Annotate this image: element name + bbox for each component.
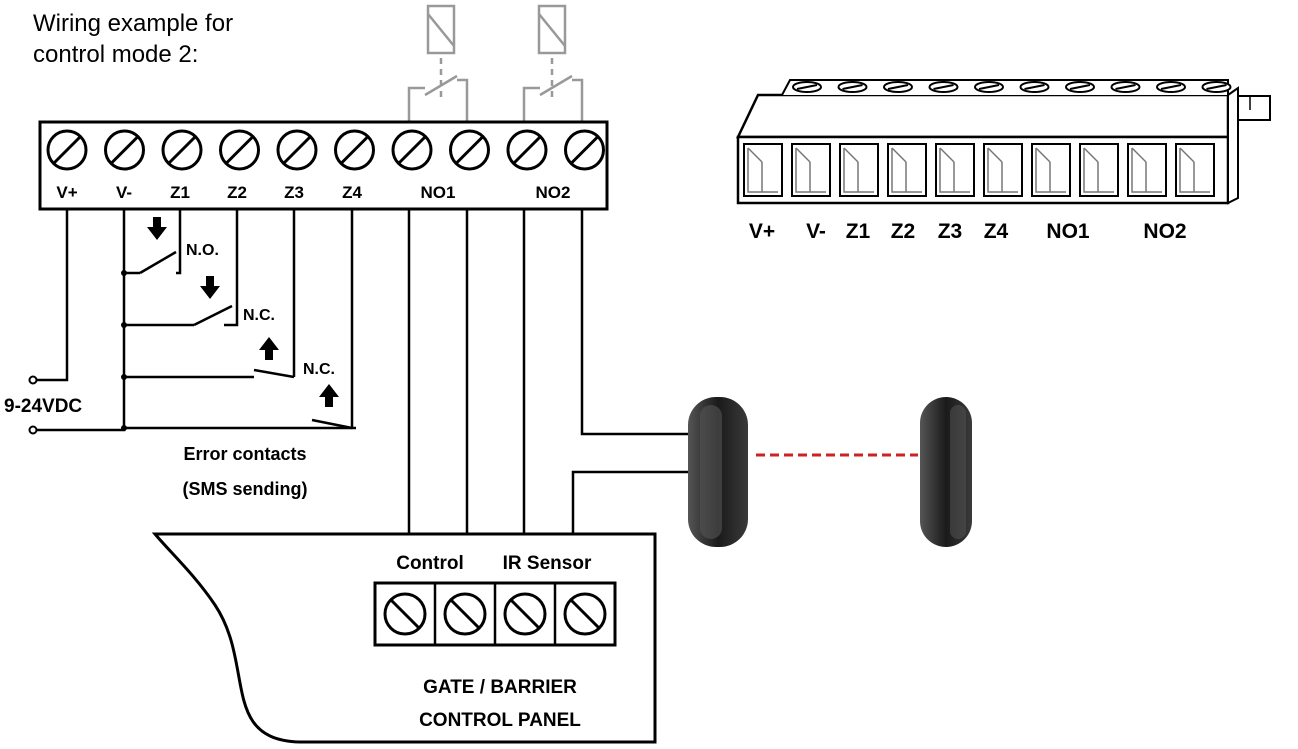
relay-2 — [522, 4, 584, 122]
power-terminals — [28, 375, 38, 435]
connector-labels: V+ V- Z1 Z2 Z3 Z4 NO1 NO2 — [749, 220, 1187, 243]
screw-icon — [553, 583, 607, 645]
title-line-2: control mode 2: — [33, 41, 198, 68]
socket-icon — [935, 143, 975, 197]
socket-icon — [1079, 143, 1119, 197]
title-line-1: Wiring example for — [33, 10, 233, 37]
pluggable-connector — [736, 79, 1271, 205]
contact-label-no: N.O. — [186, 242, 219, 259]
screw-icon — [883, 81, 913, 93]
screw-icon — [104, 129, 145, 171]
connector-label-z1: Z1 — [846, 220, 871, 243]
socket-icon — [1031, 143, 1071, 197]
terminal-screws — [46, 129, 605, 171]
terminal-label-v-plus: V+ — [56, 183, 77, 202]
screw-icon — [564, 129, 605, 171]
screw-icon — [493, 583, 547, 645]
relay-1 — [407, 4, 469, 122]
up-arrow-icon — [319, 384, 339, 407]
terminal-label-no2: NO2 — [536, 183, 571, 202]
panel-title-line-1: GATE / BARRIER — [423, 677, 577, 698]
screw-icon — [1110, 81, 1141, 93]
socket-icon — [1127, 143, 1167, 197]
ir-receiver — [920, 397, 972, 547]
socket-icon — [887, 143, 927, 197]
connector-label-v-plus: V+ — [749, 220, 775, 243]
connector-label-z2: Z2 — [891, 220, 916, 243]
connector-label-no1: NO1 — [1046, 220, 1090, 243]
down-arrow-icon — [200, 276, 220, 299]
socket-icon — [791, 143, 831, 197]
error-contacts-line-1: Error contacts — [183, 444, 306, 464]
panel-title-line-2: CONTROL PANEL — [419, 710, 581, 731]
panel-terminal-screws — [383, 583, 607, 645]
control-label: Control — [396, 553, 464, 574]
screw-icon — [383, 592, 427, 636]
terminal-label-z4: Z4 — [342, 183, 362, 202]
connector-label-no2: NO2 — [1143, 220, 1186, 243]
connector-label-z3: Z3 — [938, 220, 963, 243]
terminal-label-z3: Z3 — [284, 183, 304, 202]
connector-label-z4: Z4 — [984, 220, 1009, 243]
socket-icon — [983, 143, 1023, 197]
connector-sockets — [743, 143, 1215, 197]
terminal-label-v-minus: V- — [116, 183, 132, 202]
socket-icon — [743, 143, 783, 197]
screw-icon — [219, 129, 260, 171]
terminal-label-z1: Z1 — [170, 183, 190, 202]
screw-icon — [974, 81, 1004, 93]
screw-icon — [1201, 81, 1232, 93]
junction-dots — [121, 270, 127, 431]
ir-transmitter — [688, 397, 748, 547]
screw-icon — [928, 81, 959, 93]
screw-icon — [506, 129, 548, 171]
socket-icon — [839, 143, 879, 197]
terminal-labels: V+ V- Z1 Z2 Z3 Z4 NO1 NO2 — [56, 183, 570, 202]
screw-icon — [334, 129, 375, 171]
screw-icon — [46, 129, 88, 171]
screw-icon — [792, 81, 822, 93]
power-label: 9-24VDC — [4, 396, 82, 417]
connector-top-screws — [792, 81, 1232, 93]
screw-icon — [161, 129, 203, 171]
screw-icon — [1019, 81, 1050, 93]
down-arrow-icon — [147, 217, 167, 240]
wires — [36, 209, 698, 555]
screw-icon — [433, 583, 487, 645]
screw-icon — [391, 129, 433, 171]
screw-icon — [276, 129, 318, 171]
screw-icon — [1156, 81, 1186, 93]
contact-label-nc-2: N.C. — [303, 361, 335, 378]
connector-label-v-minus: V- — [806, 220, 826, 243]
ir-sensor-label: IR Sensor — [503, 553, 592, 574]
terminal-label-no1: NO1 — [421, 183, 456, 202]
screw-icon — [1065, 81, 1095, 93]
screw-icon — [449, 129, 490, 171]
screw-icon — [837, 81, 868, 93]
contact-label-nc-1: N.C. — [243, 307, 275, 324]
error-contacts-line-2: (SMS sending) — [183, 479, 308, 499]
up-arrow-icon — [259, 337, 279, 360]
terminal-label-z2: Z2 — [227, 183, 247, 202]
socket-icon — [1175, 143, 1215, 197]
